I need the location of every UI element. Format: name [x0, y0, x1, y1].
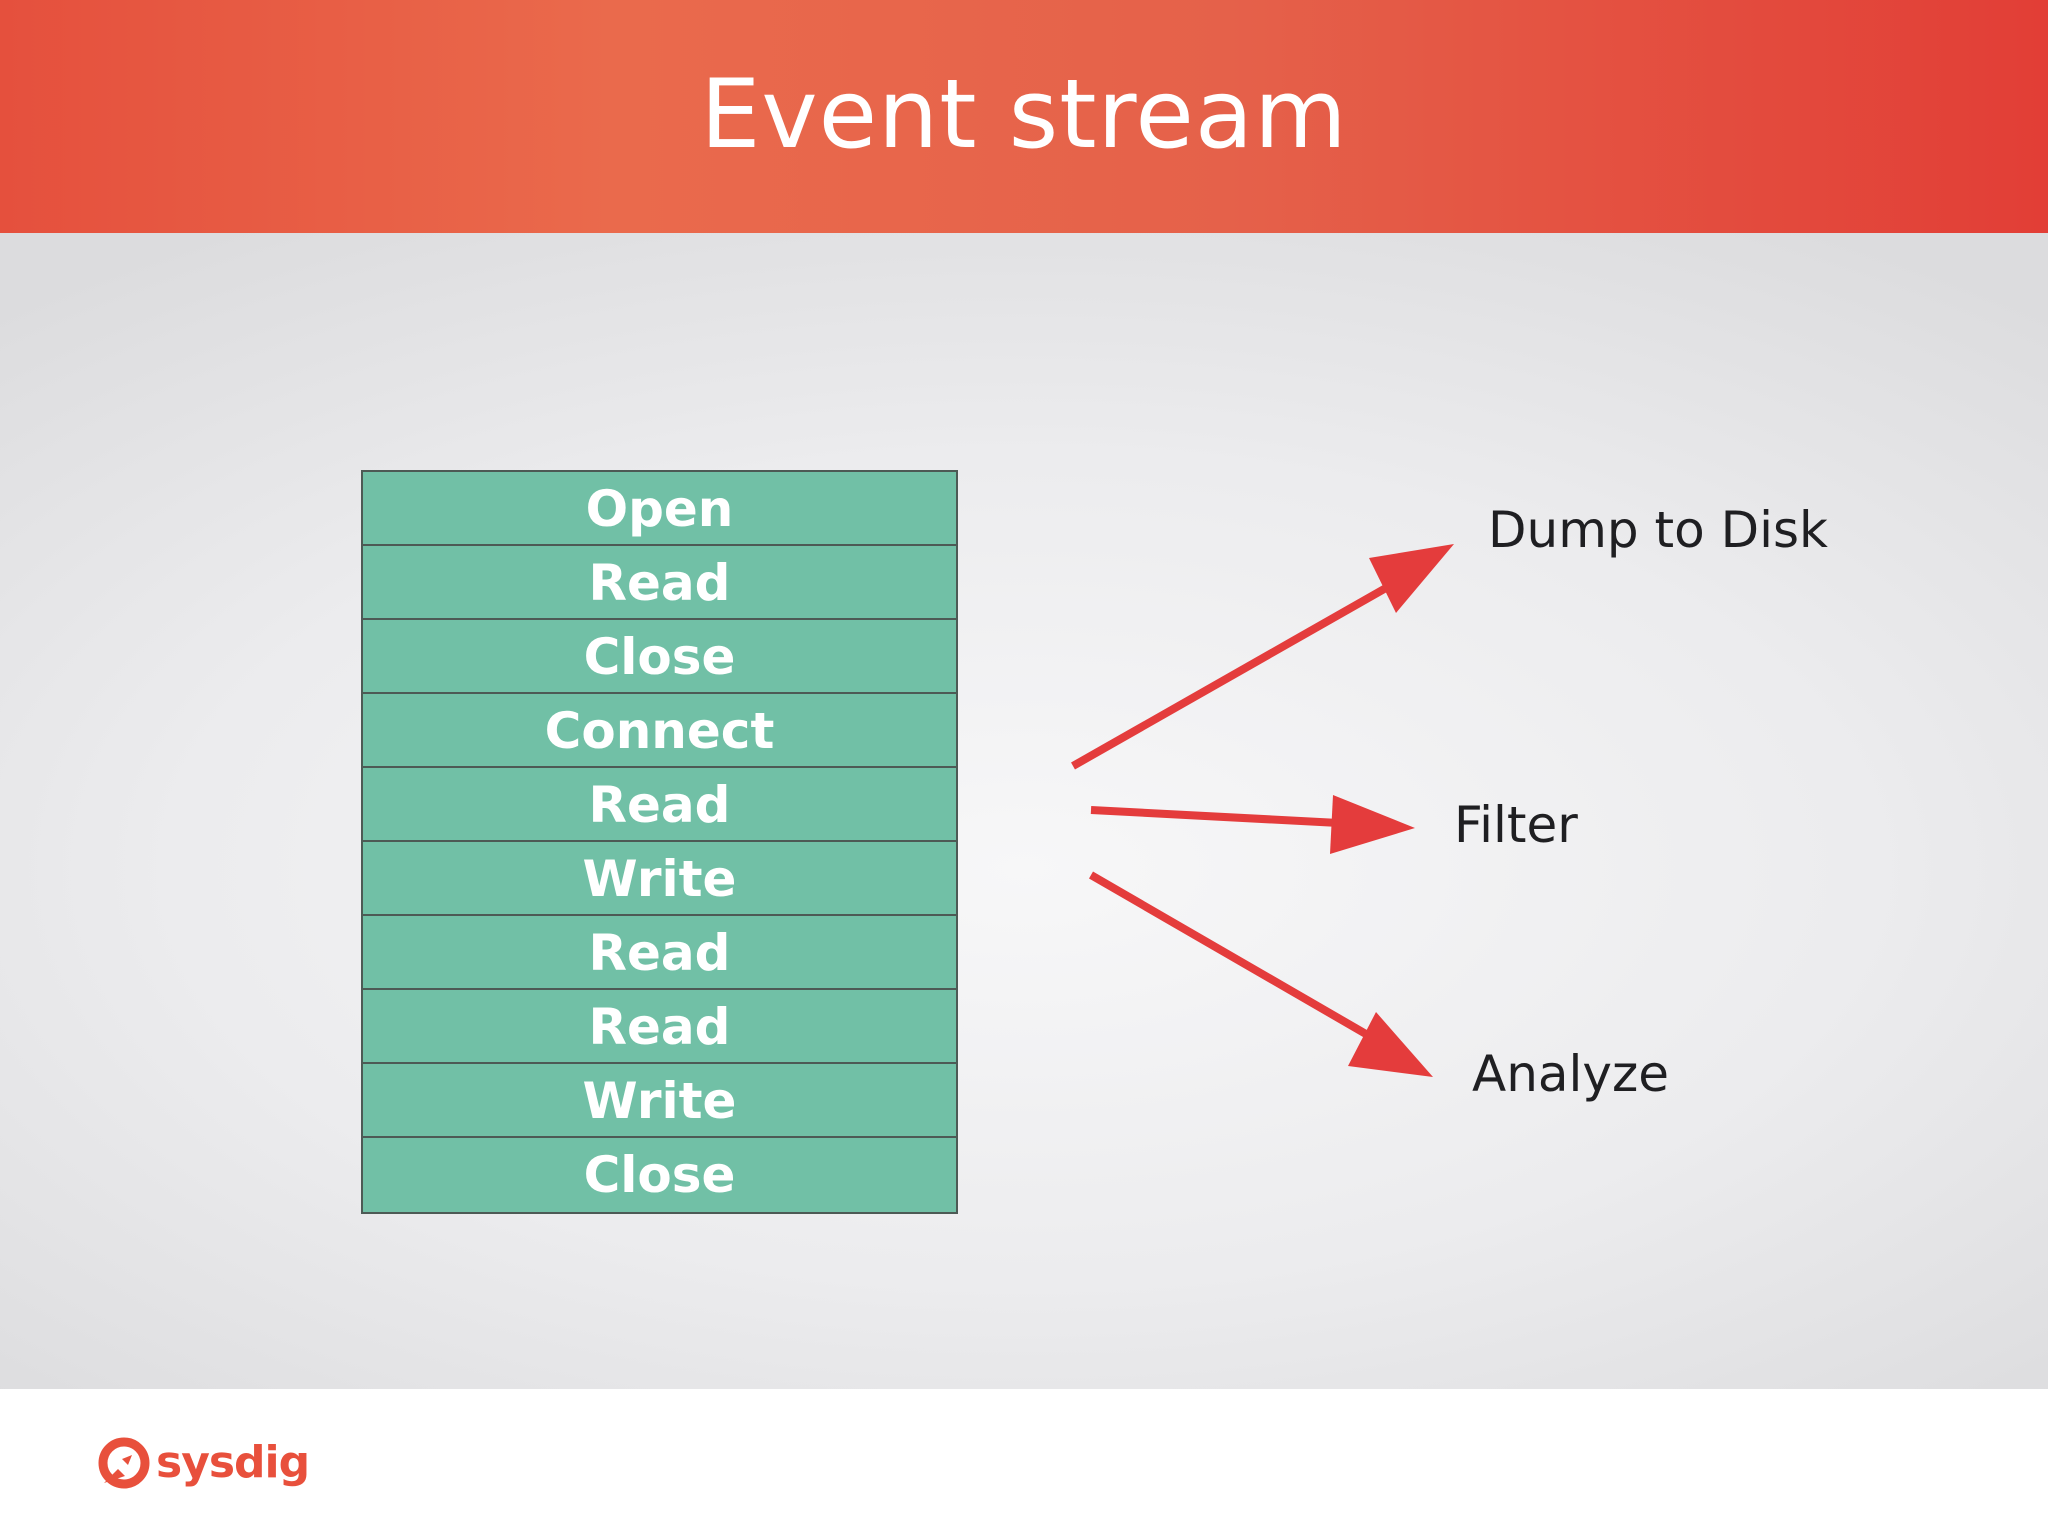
event-row-close: Close	[363, 620, 956, 694]
event-row-read: Read	[363, 768, 956, 842]
sysdig-logo: sysdig	[98, 1435, 310, 1491]
destination-filter: Filter	[1454, 796, 1578, 854]
event-row-open: Open	[363, 472, 956, 546]
slide-footer	[0, 1389, 2048, 1536]
arrow-to-analyze	[1088, 871, 1433, 1077]
title-bar: Event stream	[0, 0, 2048, 233]
brand-name: sysdig	[156, 1437, 310, 1488]
arrow-to-dump	[1071, 544, 1454, 770]
event-stream-stack: Open Read Close Connect Read Write Read …	[361, 470, 958, 1214]
slide-title: Event stream	[700, 60, 1348, 170]
event-row-read: Read	[363, 546, 956, 620]
event-row-read: Read	[363, 990, 956, 1064]
event-row-write: Write	[363, 1064, 956, 1138]
event-row-write: Write	[363, 842, 956, 916]
sysdig-logo-icon	[98, 1437, 150, 1489]
destination-analyze: Analyze	[1472, 1045, 1670, 1103]
arrow-to-filter	[1090, 795, 1415, 854]
destination-dump-to-disk: Dump to Disk	[1488, 501, 1829, 559]
event-row-connect: Connect	[363, 694, 956, 768]
event-row-close: Close	[363, 1138, 956, 1212]
slide-body	[0, 233, 2048, 1389]
event-row-read: Read	[363, 916, 956, 990]
